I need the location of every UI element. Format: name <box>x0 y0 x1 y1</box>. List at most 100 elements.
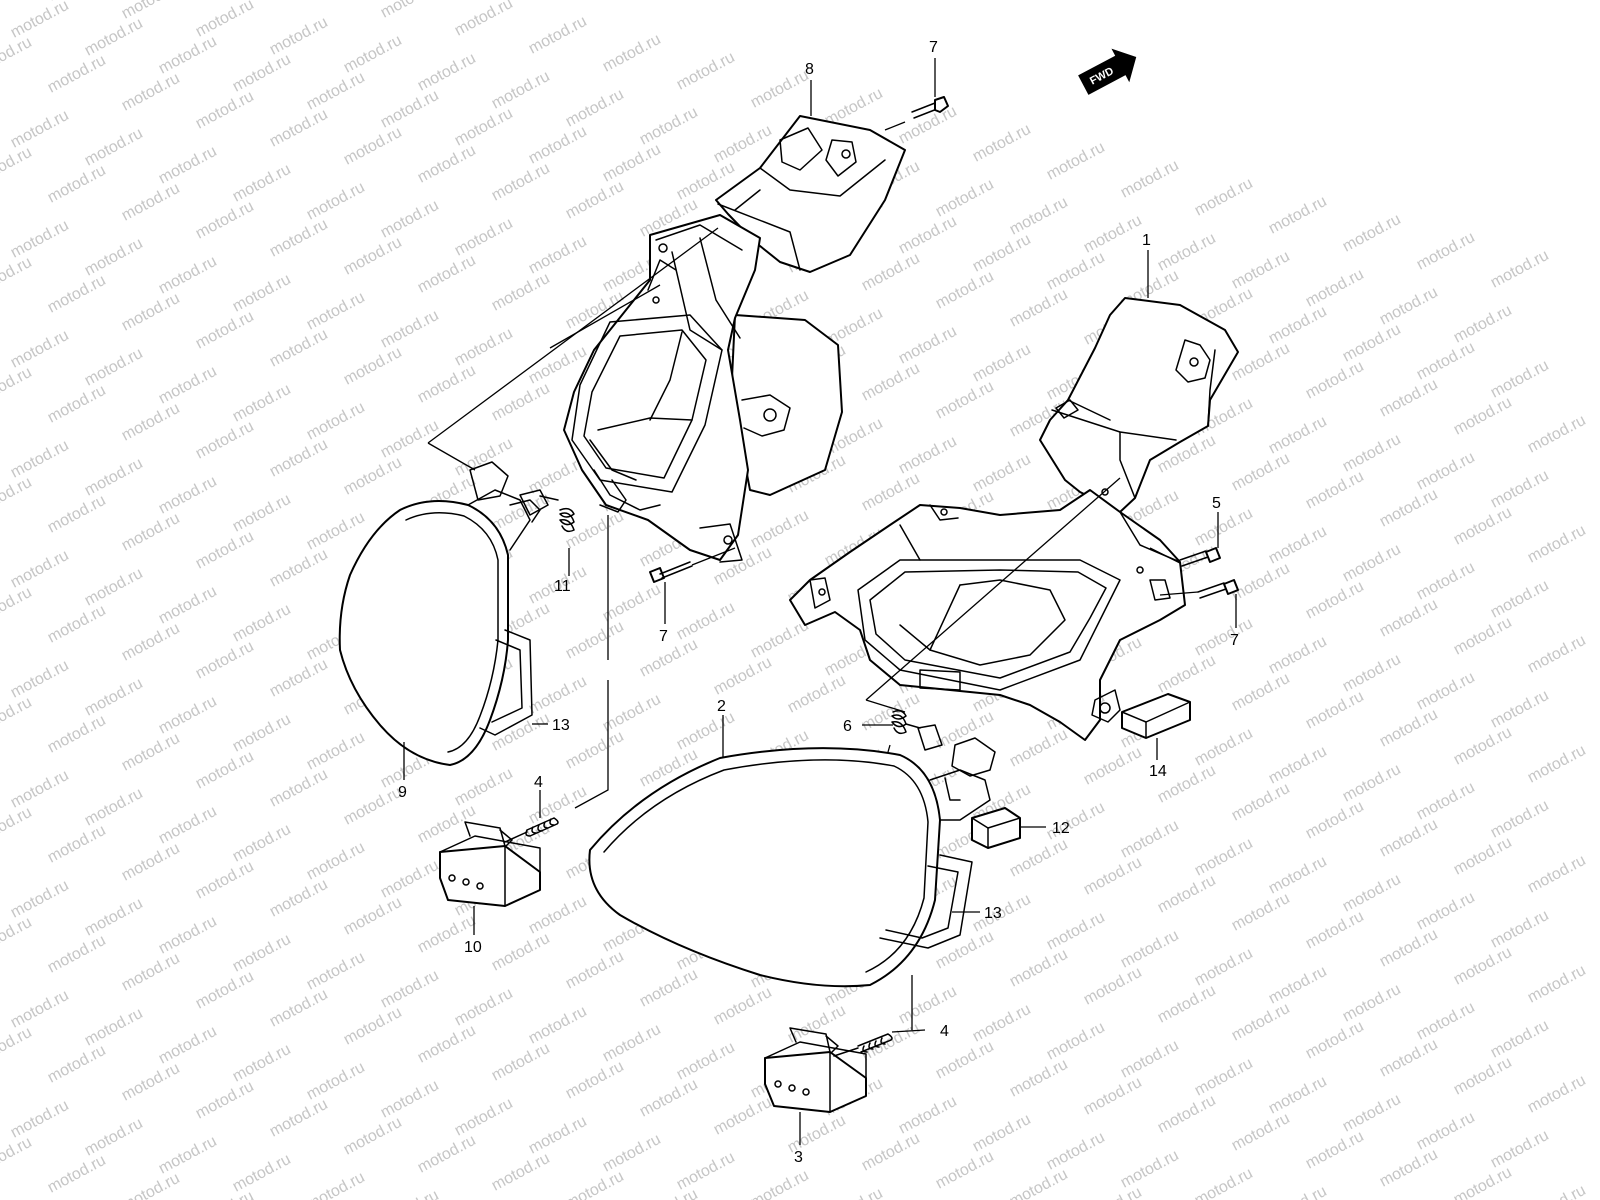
watermark-text: motod.ru <box>193 748 257 793</box>
watermark-text: motod.ru <box>45 712 109 757</box>
watermark-text: motod.ru <box>8 437 72 482</box>
watermark-text: motod.ru <box>1451 302 1515 347</box>
watermark-text: motod.ru <box>1340 761 1404 806</box>
watermark-text: motod.ru <box>1451 1054 1515 1099</box>
watermark-text: motod.ru <box>45 1152 109 1197</box>
watermark-text: motod.ru <box>0 474 35 519</box>
watermark-text: motod.ru <box>1044 139 1108 184</box>
watermark-text: motod.ru <box>1007 946 1071 991</box>
watermark-text: motod.ru <box>1525 1072 1589 1117</box>
watermark-text: motod.ru <box>1377 1146 1441 1191</box>
watermark-text: motod.ru <box>1340 541 1404 586</box>
part-3-adjuster-bracket <box>764 1027 867 1113</box>
watermark-text: motod.ru <box>193 858 257 903</box>
watermark-text: motod.ru <box>896 103 960 148</box>
watermark-text: motod.ru <box>452 215 516 260</box>
watermark-text: motod.ru <box>489 710 553 755</box>
watermark-text: motod.ru <box>1525 412 1589 457</box>
forward-direction-arrow: FWD <box>1078 48 1137 95</box>
watermark-text: motod.ru <box>1451 1164 1515 1200</box>
watermark-text: motod.ru <box>193 418 257 463</box>
watermark-text: motod.ru <box>0 364 35 409</box>
part-1-rear-bracket <box>1039 297 1239 513</box>
watermark-text: motod.ru <box>600 691 664 736</box>
watermark-text: motod.ru <box>8 217 72 262</box>
watermark-text: motod.ru <box>674 1149 738 1194</box>
watermark-text: motod.ru <box>156 363 220 408</box>
watermark-text: motod.ru <box>785 672 849 717</box>
watermark-text: motod.ru <box>0 914 35 959</box>
part-14-foam-pad <box>1121 693 1191 739</box>
watermark-text: motod.ru <box>45 1042 109 1087</box>
leader-lines <box>403 58 1237 1145</box>
watermark-text: motod.ru <box>637 1186 701 1200</box>
watermark-text: motod.ru <box>267 876 331 921</box>
watermark-text: motod.ru <box>82 1115 146 1160</box>
watermark-text: motod.ru <box>8 547 72 592</box>
watermark-text: motod.ru <box>8 107 72 152</box>
watermark-text: motod.ru <box>1229 1000 1293 1045</box>
watermark-text: motod.ru <box>1377 816 1441 861</box>
watermark-text: motod.ru <box>304 69 368 114</box>
watermark-text: motod.ru <box>1488 357 1552 402</box>
watermark-text: motod.ru <box>1303 468 1367 513</box>
watermark-text: motod.ru <box>304 179 368 224</box>
watermark-text: motod.ru <box>1488 907 1552 952</box>
callout-3: 3 <box>794 1149 803 1166</box>
watermark-text: motod.ru <box>1266 633 1330 678</box>
watermark-text: motod.ru <box>1525 742 1589 787</box>
watermark-text: motod.ru <box>896 1093 960 1138</box>
watermark-text: motod.ru <box>82 1005 146 1050</box>
watermark-text: motod.ru <box>156 1023 220 1068</box>
watermark-text: motod.ru <box>82 895 146 940</box>
watermark-text: motod.ru <box>526 13 590 58</box>
watermark-text: motod.ru <box>267 436 331 481</box>
callout-7-right: 7 <box>1230 632 1239 649</box>
watermark-text: motod.ru <box>415 1132 479 1177</box>
watermark-text: motod.ru <box>8 767 72 812</box>
watermark-text: motod.ru <box>0 584 35 629</box>
watermark-text: motod.ru <box>8 877 72 922</box>
watermark-text: motod.ru <box>119 730 183 775</box>
watermark-text: motod.ru <box>1525 632 1589 677</box>
watermark-text: motod.ru <box>1229 450 1293 495</box>
watermark-text: motod.ru <box>1044 1019 1108 1064</box>
watermark-text: motod.ru <box>82 15 146 60</box>
watermark-text: motod.ru <box>600 141 664 186</box>
watermark-text: motod.ru <box>1229 780 1293 825</box>
watermark-text: motod.ru <box>8 987 72 1032</box>
watermark-text: motod.ru <box>1081 854 1145 899</box>
watermark-text: motod.ru <box>119 510 183 555</box>
watermark-text: motod.ru <box>0 144 35 189</box>
callout-14: 14 <box>1149 763 1167 780</box>
watermark-text: motod.ru <box>1081 1074 1145 1119</box>
watermark-text: motod.ru <box>1266 743 1330 788</box>
watermark-text: motod.ru <box>45 932 109 977</box>
watermark-text: motod.ru <box>1488 577 1552 622</box>
watermark-text: motod.ru <box>600 1021 664 1066</box>
watermark-text: motod.ru <box>526 893 590 938</box>
callout-13-right: 13 <box>984 905 1002 922</box>
watermark-text: motod.ru <box>1451 724 1515 769</box>
watermark-text: motod.ru <box>1525 962 1589 1007</box>
watermark-text: motod.ru <box>156 913 220 958</box>
watermark-text: motod.ru <box>1340 981 1404 1026</box>
watermark-text: motod.ru <box>1229 1110 1293 1155</box>
watermark-text: motod.ru <box>1414 779 1478 824</box>
watermark-text: motod.ru <box>193 968 257 1013</box>
watermark-text: motod.ru <box>1377 486 1441 531</box>
watermark-text: motod.ru <box>341 784 405 829</box>
watermark-text: motod.ru <box>8 327 72 372</box>
watermark-text: motod.ru <box>45 492 109 537</box>
watermark-text: motod.ru <box>1340 871 1404 916</box>
watermark-text: motod.ru <box>563 618 627 663</box>
watermark-text: motod.ru <box>230 711 294 756</box>
watermark-text: motod.ru <box>1266 1183 1330 1200</box>
watermark-text: motod.ru <box>1303 798 1367 843</box>
watermark-text: motod.ru <box>378 1077 442 1122</box>
part-11-adjuster-spring <box>519 489 575 533</box>
callout-10: 10 <box>464 939 482 956</box>
watermark-text: motod.ru <box>230 381 294 426</box>
watermark-text: motod.ru <box>156 583 220 628</box>
watermark-text: motod.ru <box>119 70 183 115</box>
